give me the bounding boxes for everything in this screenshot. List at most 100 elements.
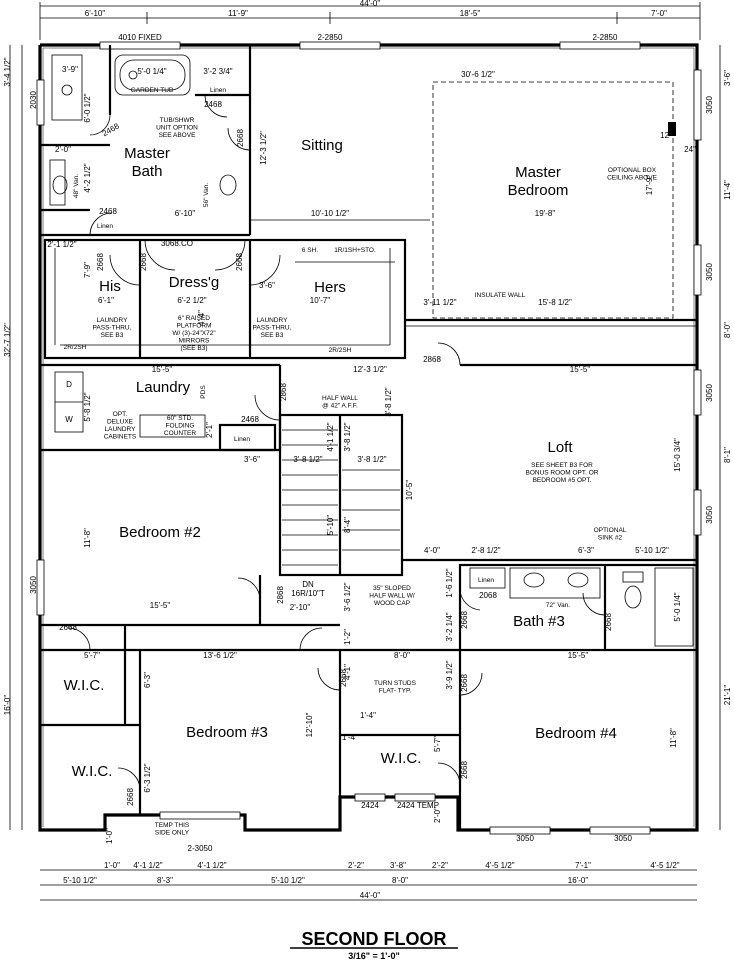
- door-label: 2668: [460, 611, 469, 629]
- plan-scale: 3/16" = 1'-0": [348, 951, 399, 960]
- note-line: BEDROOM #5 OPT.: [533, 477, 592, 484]
- note-line: COUNTER: [164, 430, 196, 437]
- interior-dim: 24": [684, 145, 696, 154]
- door-label: 2068: [479, 591, 497, 600]
- interior-dim: 15'-5": [568, 651, 589, 660]
- note-dryer: D: [66, 380, 72, 389]
- window-label: 2030: [29, 91, 38, 109]
- door-label: 3068.CO: [161, 239, 193, 248]
- window-label: 3050: [705, 96, 714, 114]
- interior-dim: 12'-10": [305, 712, 314, 737]
- interior-dim: 2'-10": [290, 603, 311, 612]
- interior-dim: 2'-1": [205, 422, 214, 438]
- note-line: W/ (3)-24"X72": [172, 330, 216, 337]
- bottom-dim-row: 1'-0"4'-1 1/2"4'-1 1/2"2'-2"3'-8"2'-2"4'…: [104, 861, 680, 870]
- window-label: 3050: [29, 576, 38, 594]
- note-line: MIRRORS: [179, 337, 210, 344]
- bottom-dim: 5'-10 1/2": [271, 876, 305, 885]
- bottom-dim: 2'-2": [432, 861, 448, 870]
- interior-dim: 2'-8 1/2": [471, 546, 500, 555]
- note-linen: Linen: [210, 87, 226, 94]
- top-overall-dim: 44'-0": [360, 0, 381, 8]
- room-wic-2: W.I.C.: [72, 763, 113, 780]
- interior-dim: 3'-8 1/2": [384, 387, 393, 416]
- interior-dim: 10'-7": [310, 296, 331, 305]
- top-dim: 18'-5": [460, 9, 481, 18]
- interior-dim: 12": [660, 131, 672, 140]
- interior-dim: 1'-4": [360, 711, 376, 720]
- interior-dim: 15'-5": [152, 365, 173, 374]
- note-shelf: 2R/2SH: [64, 344, 87, 351]
- interior-dim: 2'-0": [55, 145, 71, 154]
- note-shelf: 1R/1SH+STO.: [334, 247, 376, 254]
- door-label: 2668: [339, 669, 348, 687]
- room-bedroom2: Bedroom #2: [119, 524, 201, 541]
- door-label: 2668: [126, 788, 135, 806]
- interior-dim: 3'-9 1/2": [445, 660, 454, 689]
- interior-dim: 2'-0": [433, 807, 442, 823]
- interior-dim: 4'-0": [424, 546, 440, 555]
- window-label: 3050: [614, 834, 632, 843]
- note-line: @ 42" A.F.F.: [322, 402, 358, 409]
- bottom-dim: 4'-5 1/2": [650, 861, 679, 870]
- interior-dim: 10'-5": [405, 480, 414, 501]
- note-line: DELUXE: [107, 418, 134, 425]
- interior-dim: 4'-1": [343, 664, 352, 680]
- bottom-dim: 16'-0": [568, 876, 589, 885]
- interior-dim: 6'-2 1/2": [177, 296, 206, 305]
- note-garden-tub: GARDEN TUB: [131, 87, 174, 94]
- door-label: 2668: [460, 761, 469, 779]
- interior-dim: 8'-4": [343, 517, 352, 533]
- bottom-dim: 1'-0": [104, 861, 120, 870]
- interior-dim: 4'-1 1/2": [326, 422, 335, 451]
- interior-dim: 6'-0 1/2": [83, 93, 92, 122]
- interior-dim: 10'-10 1/2": [311, 209, 349, 218]
- interior-dim: 3'-8 1/2": [343, 422, 352, 451]
- interior-dim: 1'-2": [343, 629, 352, 645]
- window-label: 3050: [516, 834, 534, 843]
- interior-dim: 6'-3 1/2": [143, 763, 152, 792]
- interior-dim: 5'-0 1/4": [137, 67, 166, 76]
- note-line: SEE SHEET B3 FOR: [531, 462, 593, 469]
- note-line: (SEE B3): [180, 345, 207, 352]
- note-line: PASS-THRU,: [253, 324, 292, 331]
- window-label: 2-3050: [188, 844, 213, 853]
- interior-dim: 17'-9": [645, 175, 654, 196]
- note-van: 48" Van.: [73, 174, 80, 198]
- left-dimensions: 3'-4 1/2" 32'-7 1/2" 16'-0" 2030 3050: [3, 45, 38, 830]
- window-label: 4010 FIXED: [118, 33, 162, 42]
- window-label: 2424: [361, 801, 379, 810]
- note-linen: Linen: [478, 577, 494, 584]
- room-laundry: Laundry: [136, 379, 191, 396]
- room-bath3: Bath #3: [513, 613, 565, 630]
- room-master-bedroom-line: Master: [515, 164, 561, 181]
- note-line: 60" STD.: [167, 415, 193, 422]
- interior-dim: 1'-4": [342, 733, 358, 742]
- interior-dim: 4'-2 1/2": [83, 163, 92, 192]
- door-label: 2668: [139, 253, 148, 271]
- right-dim: 11'-4": [723, 180, 732, 200]
- right-dim: 21'-1": [723, 685, 732, 706]
- interior-dim: 1'-6 1/2": [445, 568, 454, 597]
- interior-dim: 6'-3": [143, 672, 152, 688]
- bottom-dim: 4'-1 1/2": [133, 861, 162, 870]
- room-master-bath-line: Bath: [132, 163, 163, 180]
- interior-dim: 13'-6 1/2": [203, 651, 237, 660]
- note-shelf: 2R/2SH: [329, 347, 352, 354]
- interior-dim: 11'-8": [83, 528, 92, 548]
- window-label: 3050: [705, 506, 714, 524]
- interior-dim: 15'-5": [570, 365, 591, 374]
- note-line: 16R/10"T: [291, 589, 325, 598]
- room-loft: Loft: [547, 439, 573, 456]
- note-line: FLAT- TYP.: [379, 687, 412, 694]
